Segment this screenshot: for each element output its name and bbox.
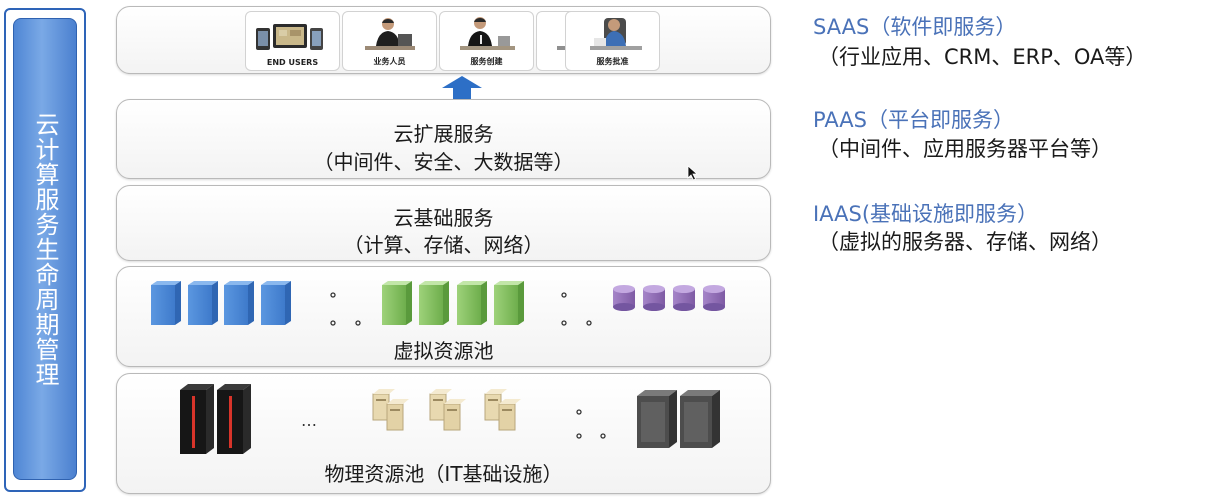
virtual-resource-pool-layer: 虚拟资源池 <box>116 266 771 367</box>
ellipsis-dots-icon <box>561 292 592 326</box>
ellipsis-dots-icon <box>576 409 606 439</box>
extension-services-layer: 云扩展服务 （中间件、安全、大数据等） <box>116 99 771 179</box>
virtual-server-icon <box>188 281 218 325</box>
virtual-resource-pool-caption: 虚拟资源池 <box>393 339 494 363</box>
user-card-create: 服务创建 <box>439 11 534 71</box>
up-arrow-icon <box>442 76 482 100</box>
foundation-services-title: 云基础服务 <box>393 206 494 230</box>
extension-services-subtitle: （中间件、安全、大数据等） <box>313 150 574 174</box>
virtual-resources-illustration <box>151 281 725 326</box>
user-card-label: 服务批准 <box>596 57 629 66</box>
user-card-label: END USERS <box>266 58 319 67</box>
virtual-server-icon <box>224 281 254 325</box>
lifecycle-sidebar: 云计算服务生命周期管理 <box>4 8 86 492</box>
iaas-title: IAAS(基础设施即服务） <box>813 202 1039 226</box>
ellipsis-dots-icon <box>330 292 361 326</box>
rack-server-icon <box>180 384 214 454</box>
virtual-network-icon <box>382 281 412 325</box>
foundation-services-layer: 云基础服务 （计算、存储、网络） <box>116 185 771 261</box>
physical-resource-pool-caption: 物理资源池（IT基础设施） <box>324 462 563 486</box>
ellipsis-text: … <box>301 411 317 430</box>
user-card-business: 业务人员 <box>342 11 437 71</box>
users-layer: END USERS 业务人员 服务创建 服务审核 <box>116 6 771 74</box>
devices-icon <box>256 24 323 50</box>
user-card-label: 业务人员 <box>373 57 406 66</box>
user-card-approve: 服务批准 <box>565 11 660 71</box>
service-approve-person-icon <box>590 18 642 50</box>
tower-server-icon <box>429 389 466 431</box>
saas-description: （行业应用、CRM、ERP、OA等） <box>818 45 1147 69</box>
lifecycle-sidebar-title: 云计算服务生命周期管理 <box>31 111 59 387</box>
virtual-server-icon <box>261 281 291 325</box>
paas-description: （中间件、应用服务器平台等） <box>818 137 1112 161</box>
business-person-icon <box>365 18 415 50</box>
physical-resource-pool-layer: … 物理资源池（IT基础设施） <box>116 373 771 494</box>
user-card-label: 服务创建 <box>470 57 503 66</box>
user-card-end-users: END USERS <box>245 11 340 71</box>
tower-server-icon <box>372 389 409 431</box>
tower-server-icon <box>484 389 521 431</box>
virtual-network-icon <box>494 281 524 325</box>
paas-title: PAAS（平台即服务） <box>813 108 1014 132</box>
extension-services-title: 云扩展服务 <box>393 122 494 146</box>
rack-server-icon <box>217 384 251 454</box>
storage-cabinet-icon <box>637 390 677 448</box>
iaas-description: （虚拟的服务器、存储、网络） <box>818 230 1112 254</box>
physical-resources-illustration: … <box>180 384 720 454</box>
service-create-person-icon <box>460 17 515 50</box>
storage-cabinet-icon <box>680 390 720 448</box>
virtual-network-icon <box>419 281 449 325</box>
lifecycle-sidebar-inner: 云计算服务生命周期管理 <box>13 18 77 480</box>
saas-title: SAAS（软件即服务） <box>813 15 1017 39</box>
virtual-storage-icon <box>673 285 695 311</box>
virtual-server-icon <box>151 281 181 325</box>
virtual-storage-icon <box>643 285 665 311</box>
foundation-services-subtitle: （计算、存储、网络） <box>343 233 544 257</box>
virtual-storage-icon <box>703 285 725 311</box>
virtual-network-icon <box>457 281 487 325</box>
virtual-storage-icon <box>613 285 635 311</box>
mouse-cursor-icon <box>687 165 699 181</box>
